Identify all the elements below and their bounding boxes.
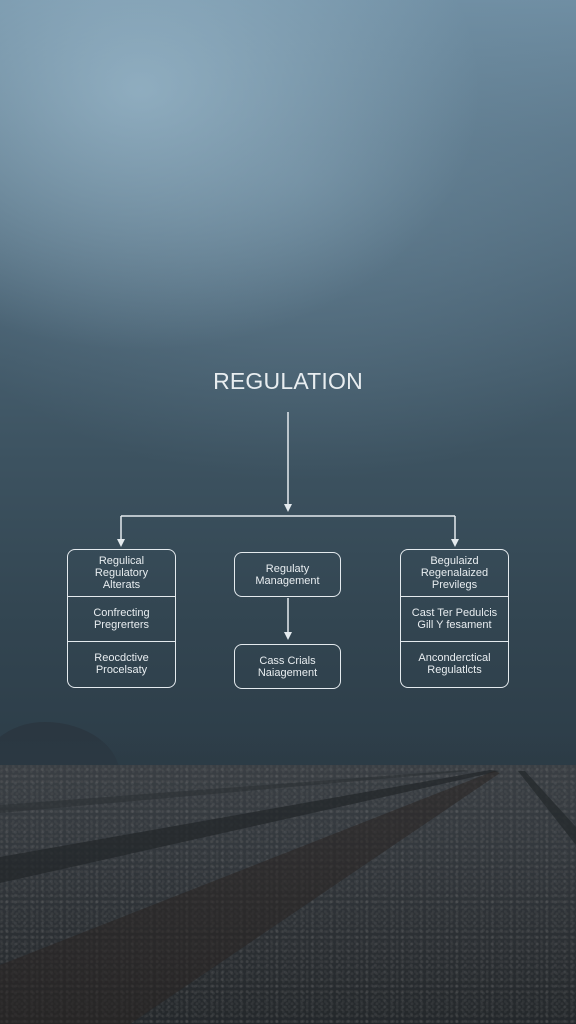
center-top-label: Regulaty Management — [255, 562, 320, 587]
center-bottom-box: Cass Crials Naiagement — [234, 644, 341, 689]
left-box-cell-2: Confrecting Pregrerters — [68, 595, 175, 642]
right-box-cell-1: Begulaizd Regenalaized Previlegs — [420, 554, 489, 591]
right-box-cell-2: Cast Ter Pedulcis Gill Y fesament — [401, 595, 508, 642]
overcast-sky — [0, 0, 576, 780]
left-column-box: Regulical Regulatory Alterats Confrectin… — [67, 549, 176, 688]
road-tracks — [0, 770, 576, 1024]
right-box-cell-3: Anconderctical Regulatlcts — [401, 641, 508, 687]
diagram-title: REGULATION — [213, 368, 363, 394]
gravel-road — [0, 765, 576, 1024]
left-box-cell-3: Reocdctive Procelsaty — [68, 641, 175, 687]
center-top-box: Regulaty Management — [234, 552, 341, 597]
left-box-cell-1: Regulical Regulatory Alterats — [94, 554, 149, 591]
center-bottom-label: Cass Crials Naiagement — [257, 654, 318, 679]
right-column-box: Begulaizd Regenalaized Previlegs Cast Te… — [400, 549, 509, 688]
